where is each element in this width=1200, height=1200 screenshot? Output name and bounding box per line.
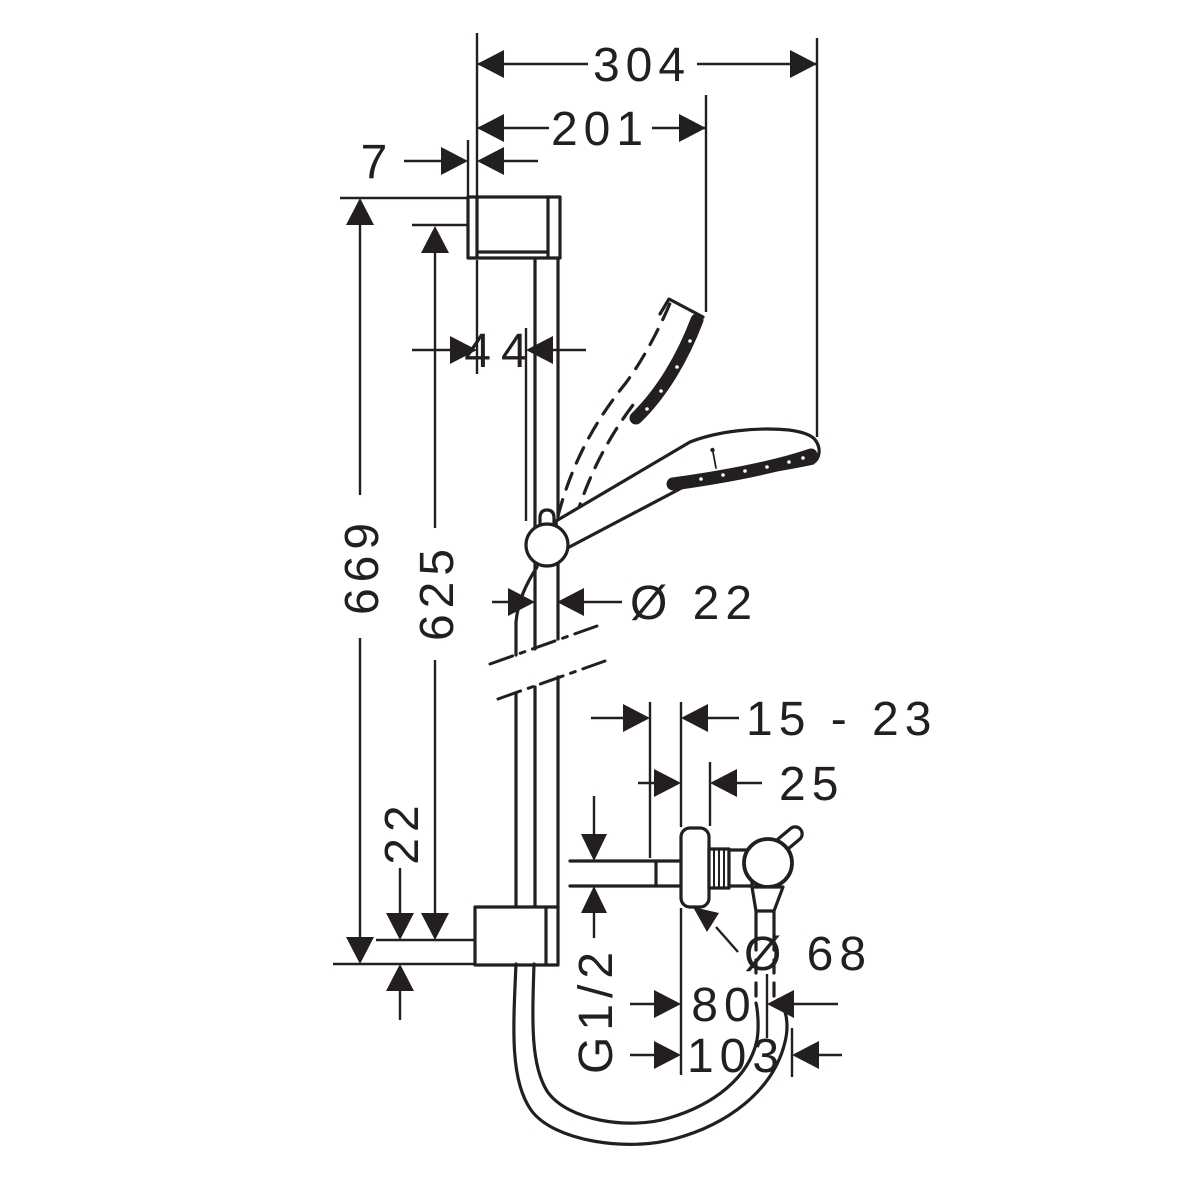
dim-rail-diameter-label: Ø 22	[630, 577, 758, 630]
nut-ribs	[713, 848, 725, 889]
dashed-head-cap	[658, 297, 705, 319]
dashed-spray-face	[629, 313, 704, 425]
dim-mounting-span: 625	[411, 226, 464, 940]
spray-face	[666, 448, 818, 491]
top-bracket-body	[466, 195, 562, 260]
handshower-body	[554, 427, 821, 555]
dim-rail-offset-label: 44	[464, 325, 537, 378]
hand-shower-dashed-position	[556, 297, 705, 522]
dim-overall-width-label: 304	[593, 39, 691, 92]
dim-hose-axis-depth-label: 80	[691, 979, 756, 1032]
dim-escutcheon-depth: 25	[638, 758, 844, 811]
dim-overall-depth-label: 103	[687, 1030, 785, 1083]
jet-indicator-dot	[710, 447, 715, 453]
valve-escutcheon	[679, 826, 711, 909]
hose-loop-outer	[512, 962, 789, 1146]
dim-head-projection: 201	[477, 103, 706, 156]
dim-connection-thread-label: G1/2	[570, 946, 623, 1074]
jet-indicator	[712, 451, 717, 469]
dim-overall-depth: 103	[630, 1030, 842, 1083]
dim-mounting-span-label: 625	[411, 543, 464, 641]
slider-holder	[524, 508, 570, 568]
hose-loop-inner	[531, 962, 760, 1125]
dim-rail-offset: 44	[412, 325, 586, 378]
shower-valve	[568, 825, 804, 913]
dim-rail-diameter: Ø 22	[492, 577, 758, 630]
dim-flange-depth-label: 7	[361, 136, 394, 189]
shower-hose-loop	[512, 909, 789, 1146]
valve-outlet	[750, 885, 785, 913]
dim-overall-width: 304	[477, 39, 817, 92]
dim-head-projection-label: 201	[551, 103, 649, 156]
bottom-bracket-body	[473, 905, 560, 967]
dim-wall-distance-range: 15 - 23	[591, 693, 937, 746]
dim-escutcheon-depth-label: 25	[779, 758, 844, 811]
rail-break-symbol	[488, 624, 607, 701]
dim-hose-axis-depth: 80	[630, 979, 838, 1032]
dim-flange-depth: 7	[361, 136, 538, 189]
wall-bracket-top	[466, 195, 562, 260]
rail-outline	[533, 256, 560, 909]
dim-overall-height-label: 669	[336, 517, 389, 615]
dim-escutcheon-diameter: Ø 68	[693, 907, 872, 981]
top-bracket-details	[475, 195, 550, 260]
valve-knob	[742, 837, 794, 889]
dim-lower-end-offset-label: 22	[376, 799, 429, 864]
shower-rail	[488, 256, 607, 909]
dim-lower-end-offset: 22	[376, 799, 429, 1020]
hose-to-valve-dashed	[754, 935, 776, 1001]
dim-wall-distance-range-label: 15 - 23	[746, 693, 937, 746]
dim-connection-thread: G1/2	[570, 796, 623, 1074]
wall-bracket-bottom	[473, 905, 560, 967]
holder-knob	[524, 522, 570, 568]
supply-pipe-stub	[568, 859, 683, 888]
dashed-handle-left-edge	[556, 299, 673, 518]
dim-escutcheon-diameter-label: Ø 68	[744, 928, 872, 981]
extension-lines	[333, 33, 819, 1077]
dashed-handle-right-edge	[573, 399, 638, 522]
hand-shower-solid	[554, 427, 821, 555]
dim-overall-height: 669	[336, 198, 389, 964]
hose-to-valve-solid	[754, 909, 776, 939]
